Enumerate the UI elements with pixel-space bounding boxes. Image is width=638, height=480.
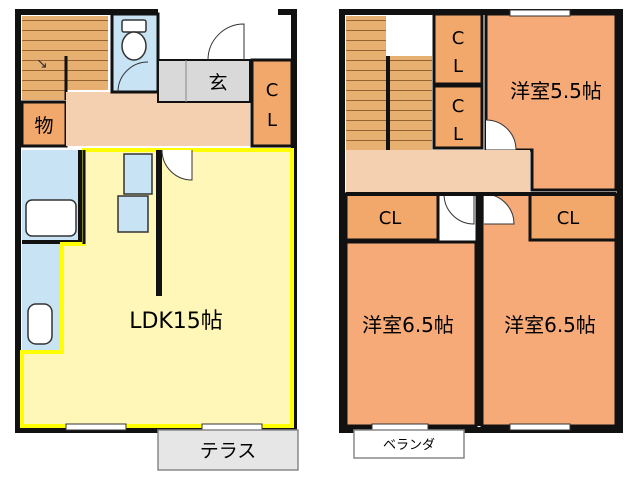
storage-label: 物 xyxy=(34,115,53,137)
stairs-2f-left xyxy=(346,16,386,150)
bathtub-icon xyxy=(25,199,77,237)
balcony-label: ベランダ xyxy=(383,438,435,453)
closet-1f-label-l: L xyxy=(267,110,277,131)
toilet-bowl-icon xyxy=(121,31,147,61)
entrance-label: 玄 xyxy=(208,72,227,94)
entrance-notch xyxy=(158,4,278,62)
closet-1f xyxy=(250,58,294,148)
storage-room xyxy=(20,100,68,148)
terrace xyxy=(157,429,299,471)
hall-2f xyxy=(346,150,530,192)
toilet-door-icon xyxy=(117,61,149,93)
window-1f-b xyxy=(201,423,263,431)
room-right-label: 洋室6.5帖 xyxy=(504,313,596,337)
closet-2f-left-label: CL xyxy=(379,208,402,229)
room-left-door-icon xyxy=(443,193,475,225)
closet-2f-top-c: C xyxy=(452,28,465,49)
floor-1: ↘ 物 玄 C L LDK15帖 xyxy=(15,4,299,471)
ldk-door-icon xyxy=(161,149,193,181)
stair-arrow-icon: ↘ xyxy=(36,56,48,72)
window-2f-b xyxy=(509,423,571,431)
closet-2f-top-l: L xyxy=(453,56,463,77)
toilet-tank-icon xyxy=(121,19,147,33)
ldk-label: LDK15帖 xyxy=(129,309,223,334)
room-5-5-door-icon xyxy=(485,119,517,151)
window-1f-a xyxy=(65,423,127,431)
balcony xyxy=(353,429,465,459)
closet-2f-top xyxy=(432,12,484,86)
window-2f-top xyxy=(509,9,571,17)
stairs-1f-right xyxy=(66,16,108,90)
window-2f-a xyxy=(371,423,429,431)
stairs-2f-right xyxy=(390,56,432,150)
closet-2f-mid-l: L xyxy=(453,124,463,145)
entrance-door-icon xyxy=(207,23,245,61)
stairs-1f-left xyxy=(22,16,66,100)
entrance-area xyxy=(157,59,251,103)
closet-1f-label-c: C xyxy=(266,80,279,101)
floor-2: C L C L 洋室5.5帖 CL 洋室6.5帖 CL CL 洋室6.5帖 xyxy=(339,9,623,459)
closet-2f-right-label-2: CL xyxy=(557,208,580,229)
closet-2f-mid xyxy=(432,84,484,150)
terrace-label: テラス xyxy=(200,440,257,462)
closet-2f-right-overlay xyxy=(528,192,618,242)
room-5-5-label: 洋室5.5帖 xyxy=(510,79,602,103)
kitchen-sink-icon xyxy=(123,153,153,195)
closet-2f-mid-c: C xyxy=(452,96,465,117)
fridge-space xyxy=(117,195,149,233)
washbasin-icon xyxy=(27,303,53,345)
room-left-label: 洋室6.5帖 xyxy=(362,313,454,337)
kitchen-partition-wall xyxy=(156,150,162,296)
